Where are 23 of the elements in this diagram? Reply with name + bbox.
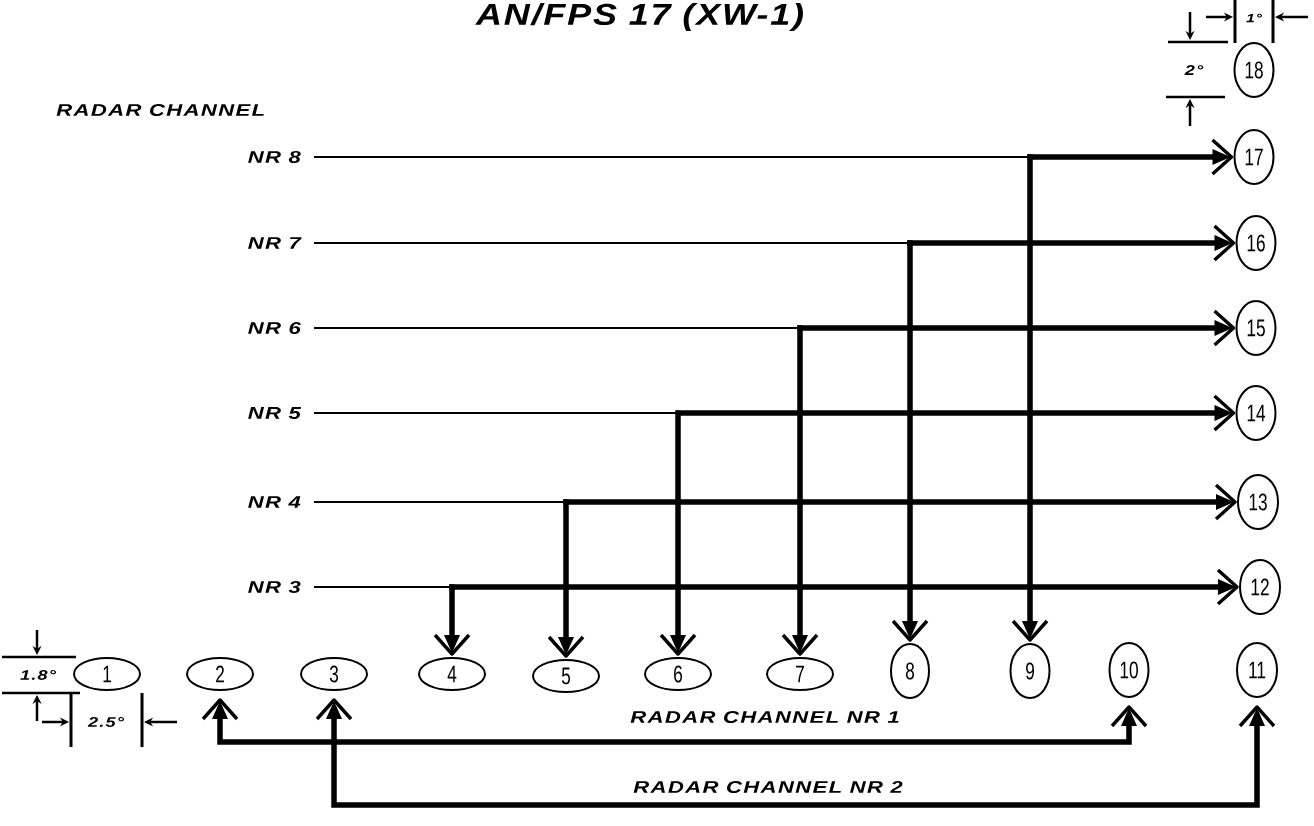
- channel-label: NR 7: [248, 237, 302, 249]
- dimension-label: 2°: [1184, 65, 1204, 75]
- arrow: [315, 698, 1276, 808]
- arrow: [659, 410, 697, 656]
- arrow: [547, 499, 585, 658]
- arrow: [433, 584, 471, 656]
- arrow: [891, 240, 929, 642]
- channel-label: NR 8: [248, 151, 301, 163]
- channel-label: NR 6: [248, 322, 301, 334]
- title: AN/FPS 17 (XW-1): [475, 3, 803, 31]
- arrow: [1011, 154, 1049, 642]
- channel-label: NR 3: [248, 581, 301, 593]
- dimension-label: 1.8°: [20, 670, 57, 680]
- edge-label: RADAR CHANNEL NR 1: [629, 710, 901, 724]
- channel-label: NR 5: [248, 407, 302, 419]
- column-heading: RADAR CHANNEL: [56, 104, 264, 116]
- dimension-label: 1°: [1246, 13, 1262, 23]
- dimension-label: 2.5°: [87, 717, 125, 727]
- arrow: [781, 325, 819, 656]
- channel-label: NR 4: [248, 496, 301, 508]
- arrow: [201, 698, 1148, 745]
- edge-label: RADAR CHANNEL NR 2: [632, 780, 904, 794]
- arrow: [676, 394, 1236, 432]
